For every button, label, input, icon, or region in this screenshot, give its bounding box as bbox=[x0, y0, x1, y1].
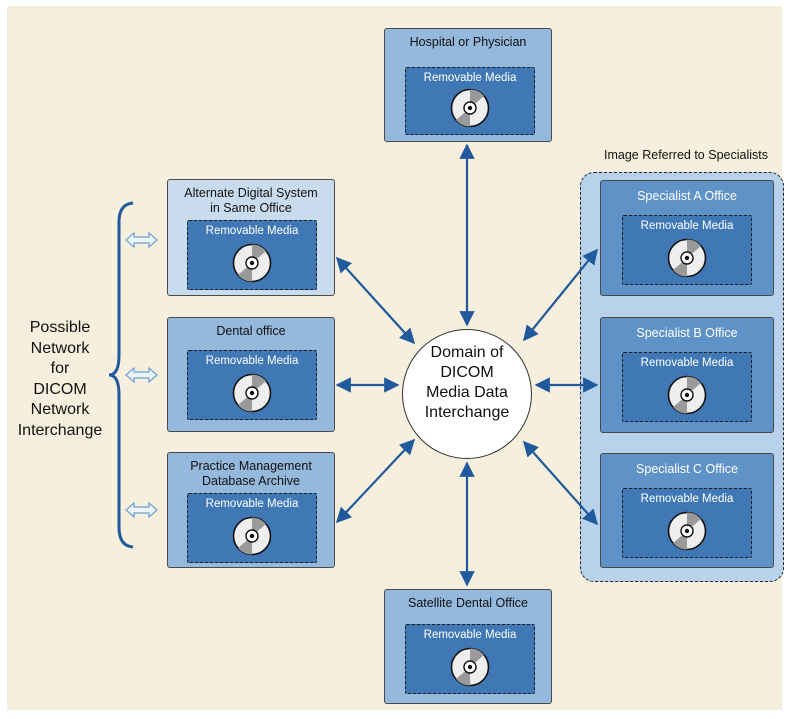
arrow-specialist-c bbox=[522, 440, 599, 526]
network-label: Possible Network for DICOM Network Inter… bbox=[6, 318, 114, 441]
node-practice-management: Practice Management Database Archive Rem… bbox=[167, 452, 335, 568]
center-label-line-2: DICOM bbox=[440, 364, 494, 381]
node-satellite-title: Satellite Dental Office bbox=[408, 596, 528, 610]
arrow-alternate bbox=[335, 256, 416, 345]
removable-media-specialist-a: Removable Media bbox=[622, 215, 752, 285]
network-label-line-1: Possible bbox=[29, 319, 91, 336]
network-label-line-6: Interchange bbox=[17, 421, 103, 439]
node-alternate-title-line-2: in Same Office bbox=[210, 201, 292, 215]
removable-media-specialist-b: Removable Media bbox=[622, 352, 752, 422]
removable-media-practice: Removable Media bbox=[187, 493, 317, 563]
curly-brace-icon bbox=[108, 201, 134, 549]
node-hospital-title: Hospital or Physician bbox=[409, 35, 527, 49]
network-label-line-2: Network bbox=[30, 339, 90, 357]
removable-media-alternate: Removable Media bbox=[187, 220, 317, 290]
removable-media-label: Removable Media bbox=[423, 629, 517, 641]
network-label-line-5: Network bbox=[30, 401, 90, 418]
removable-media-label: Removable Media bbox=[640, 357, 734, 369]
node-dental-office: Dental office Removable Media bbox=[167, 317, 335, 432]
node-satellite-office: Satellite Dental Office Removable Media bbox=[384, 589, 552, 704]
node-alternate-system: Alternate Digital System in Same Office … bbox=[167, 179, 335, 296]
double-headed-arrow-icon bbox=[125, 366, 158, 384]
node-specialist-a-title: Specialist A Office bbox=[637, 189, 737, 203]
removable-media-satellite: Removable Media bbox=[405, 624, 535, 694]
node-specialist-b: Specialist B Office Removable Media bbox=[600, 317, 774, 433]
node-specialist-c-title: Specialist C Office bbox=[636, 462, 738, 476]
specialist-group-label: Image Referred to Specialists bbox=[604, 148, 768, 162]
arrow-practice bbox=[335, 438, 416, 524]
removable-media-label: Removable Media bbox=[205, 498, 299, 510]
removable-media-dental: Removable Media bbox=[187, 350, 317, 420]
removable-media-specialist-c: Removable Media bbox=[622, 488, 752, 558]
removable-media-label: Removable Media bbox=[640, 493, 734, 505]
removable-media-label: Removable Media bbox=[205, 225, 299, 237]
center-label-line-3: Media Data bbox=[426, 384, 508, 401]
center-label-line-4: Interchange bbox=[424, 404, 510, 421]
node-practice-title: Practice Management Database Archive bbox=[168, 459, 334, 489]
node-dental-title: Dental office bbox=[216, 324, 286, 338]
center-domain-label: Domain of DICOM Media Data Interchange bbox=[402, 343, 532, 423]
node-specialist-a: Specialist A Office Removable Media bbox=[600, 180, 774, 296]
double-headed-arrow-icon bbox=[125, 501, 158, 519]
center-label-line-1: Domain of bbox=[430, 344, 504, 361]
removable-media-label: Removable Media bbox=[640, 220, 734, 232]
center-domain-circle bbox=[402, 329, 532, 459]
node-specialist-b-title: Specialist B Office bbox=[636, 326, 738, 340]
removable-media-label: Removable Media bbox=[205, 355, 299, 367]
double-headed-arrow-icon bbox=[125, 231, 158, 249]
node-alternate-title-line-1: Alternate Digital System bbox=[184, 186, 318, 200]
arrow-specialist-a bbox=[523, 248, 598, 342]
network-label-line-3: for bbox=[50, 360, 70, 377]
removable-media-hospital: Removable Media bbox=[405, 67, 535, 135]
node-alternate-title: Alternate Digital System in Same Office bbox=[168, 186, 334, 216]
removable-media-label: Removable Media bbox=[423, 72, 517, 84]
node-hospital: Hospital or Physician Removable Media bbox=[384, 28, 552, 142]
network-label-line-4: DICOM bbox=[33, 380, 87, 398]
node-practice-title-line-2: Database Archive bbox=[202, 474, 300, 488]
node-practice-title-line-1: Practice Management bbox=[190, 459, 312, 473]
node-specialist-c: Specialist C Office Removable Media bbox=[600, 453, 774, 568]
